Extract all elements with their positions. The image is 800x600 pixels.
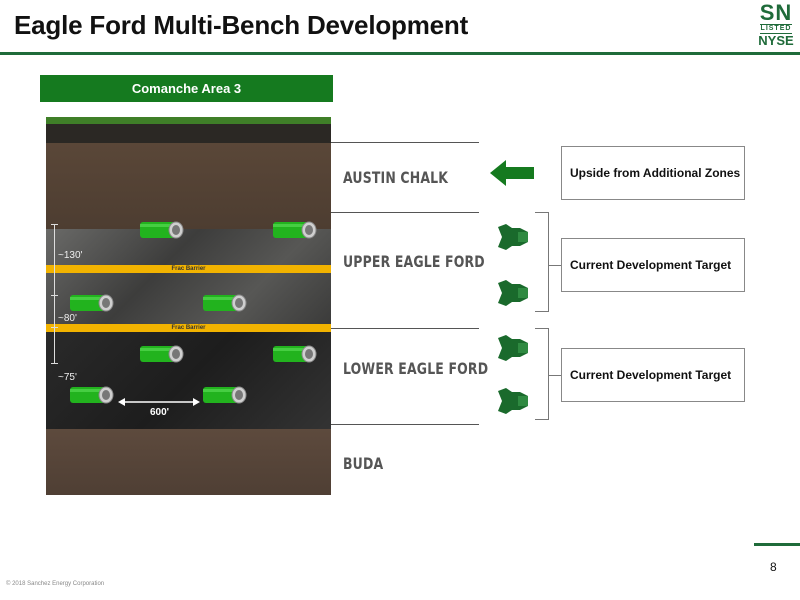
- well-spacing-label: 600': [150, 407, 170, 418]
- austin-chalk-layer: [46, 143, 331, 229]
- thickness-upper-label: ~130': [58, 250, 83, 261]
- logo-ticker: SN: [759, 0, 793, 25]
- wellbore-pipe-icon: [70, 294, 114, 312]
- thickness-scale: [50, 224, 60, 364]
- drill-bit-icon: [498, 224, 528, 250]
- geologic-cross-section: [46, 117, 331, 495]
- bracket-upper: [535, 212, 561, 312]
- current-target-box-upper: Current Development Target: [561, 238, 745, 292]
- drill-bit-icon: [498, 335, 528, 361]
- zone-divider: [331, 424, 479, 425]
- wellbore-pipe-icon: [273, 221, 317, 239]
- copyright-notice: © 2018 Sanchez Energy Corporation: [6, 581, 105, 587]
- thickness-lower-label: ~75': [58, 372, 77, 383]
- upside-box: Upside from Additional Zones: [561, 146, 745, 200]
- drill-bit-icon: [498, 280, 528, 306]
- logo-exchange: NYSE: [758, 33, 794, 48]
- well-spacing-arrow: [118, 398, 200, 406]
- bracket-lower: [535, 328, 561, 420]
- drill-bit-icon: [498, 388, 528, 414]
- slide-title: Eagle Ford Multi-Bench Development: [14, 10, 469, 40]
- frac-barrier-lower: Frac Barrier: [46, 324, 331, 332]
- thickness-middle-label: ~80': [58, 313, 77, 324]
- wellbore-pipe-icon: [203, 294, 247, 312]
- page-number: 8: [770, 560, 777, 574]
- zone-divider: [331, 212, 479, 213]
- buda-layer: [46, 429, 331, 495]
- zone-divider: [331, 328, 479, 329]
- wellbore-pipe-icon: [70, 386, 114, 404]
- area-banner: Comanche Area 3: [40, 75, 333, 102]
- wellbore-pipe-icon: [140, 221, 184, 239]
- zone-label-austin-chalk: AUSTIN CHALK: [343, 168, 449, 187]
- zone-divider: [331, 142, 479, 143]
- page-number-rule: [754, 543, 800, 546]
- arrow-left-icon: [490, 160, 534, 186]
- logo-listed: LISTED: [760, 24, 792, 34]
- zone-label-lower-eagle-ford: LOWER EAGLE FORD: [343, 359, 489, 378]
- nyse-listed-logo: SN LISTED NYSE: [754, 2, 798, 48]
- topsoil-layer: [46, 124, 331, 143]
- zone-label-buda: BUDA: [343, 454, 384, 473]
- lower-eagle-ford-layer: [46, 329, 331, 429]
- title-divider: [0, 52, 800, 55]
- upper-eagle-ford-layer: [46, 229, 331, 329]
- zone-label-upper-eagle-ford: UPPER EAGLE FORD: [343, 252, 485, 271]
- frac-barrier-upper: Frac Barrier: [46, 265, 331, 273]
- wellbore-pipe-icon: [203, 386, 247, 404]
- current-target-box-lower: Current Development Target: [561, 348, 745, 402]
- wellbore-pipe-icon: [140, 345, 184, 363]
- wellbore-pipe-icon: [273, 345, 317, 363]
- surface-grass-layer: [46, 117, 331, 124]
